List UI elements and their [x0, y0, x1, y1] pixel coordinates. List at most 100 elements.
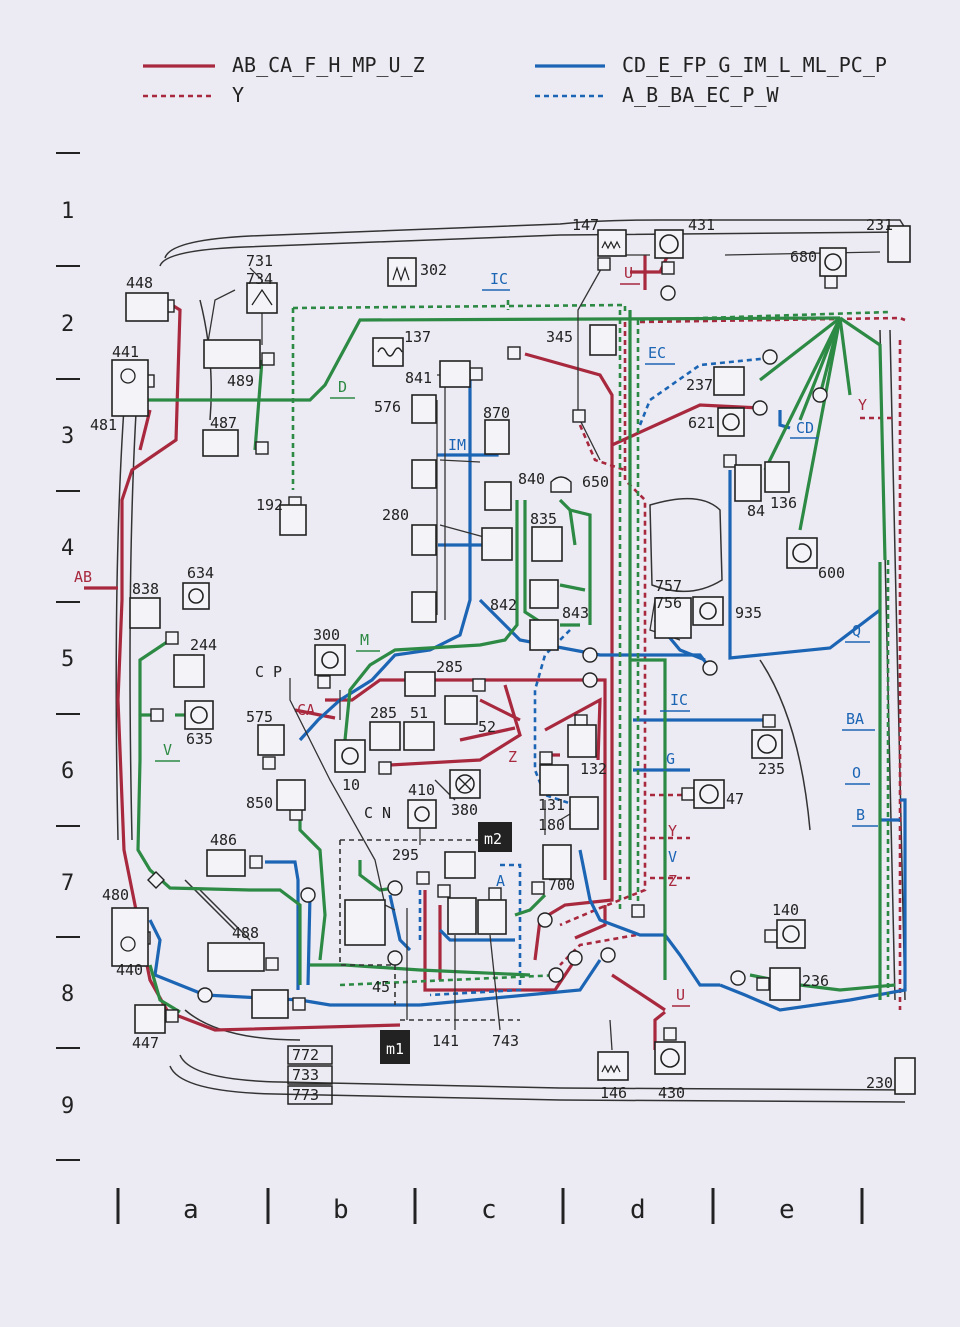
component-772-box — [251, 989, 289, 1019]
label-870: 870 — [483, 404, 510, 422]
legend-red-solid-label: AB_CA_F_H_MP_U_Z — [232, 53, 425, 77]
component-621-box — [717, 407, 745, 437]
label-773: 773 — [292, 1086, 319, 1104]
label-m1: m1 — [386, 1040, 404, 1058]
label-634: 634 — [187, 564, 214, 582]
label-733: 733 — [292, 1066, 319, 1084]
label-835: 835 — [530, 510, 557, 528]
label-756: 756 — [655, 594, 682, 612]
label-842: 842 — [490, 596, 517, 614]
tag-IM: IM — [448, 436, 466, 454]
label-10: 10 — [342, 776, 360, 794]
tag-A: A — [496, 872, 505, 890]
label-84: 84 — [747, 502, 765, 520]
label-285b: 285 — [370, 704, 397, 722]
legend-blue-dashed-label: A_B_BA_EC_P_W — [622, 83, 779, 107]
component-743-box — [477, 899, 507, 935]
label-935: 935 — [735, 604, 762, 622]
label-230: 230 — [866, 1074, 893, 1092]
component-285a-box — [404, 671, 436, 697]
label-131: 131 — [538, 796, 565, 814]
label-487: 487 — [210, 414, 237, 432]
component-52-box — [444, 695, 478, 725]
tag-Q: Q — [852, 622, 861, 640]
tag-BA: BA — [846, 710, 864, 728]
ground-m2-box — [478, 822, 512, 852]
tag-Z-mid: Z — [508, 748, 517, 766]
label-180: 180 — [538, 816, 565, 834]
component-labels: 147 431 231 680 731 734 302 448 137 345 … — [90, 216, 893, 1104]
tag-Y-mid: Y — [668, 822, 677, 840]
tag-IC-mid: IC — [670, 691, 688, 709]
column-grid: a b c d e — [116, 1188, 864, 1225]
label-302: 302 — [420, 261, 447, 279]
tag-V-left: V — [163, 741, 172, 759]
label-700: 700 — [548, 876, 575, 894]
label-m2: m2 — [484, 830, 502, 848]
label-838: 838 — [132, 580, 159, 598]
component-700-box — [542, 844, 572, 880]
label-345: 345 — [546, 328, 573, 346]
component-192-box — [279, 504, 307, 536]
wires-green-dashed — [291, 300, 891, 1000]
label-743: 743 — [492, 1032, 519, 1050]
component-244-box — [173, 654, 205, 688]
component-300-box — [314, 644, 346, 676]
component-575-box — [257, 724, 285, 756]
component-842l-box — [411, 591, 437, 623]
component-757-box — [654, 597, 692, 639]
tag-O: O — [852, 764, 861, 782]
ground-m1-box — [380, 1030, 410, 1064]
component-132b-box — [539, 764, 569, 796]
label-489: 489 — [227, 372, 254, 390]
component-140-box — [776, 919, 806, 949]
junction-nodes — [147, 285, 828, 1003]
tag-CP: C P — [255, 663, 282, 681]
column-label-c: c — [481, 1195, 497, 1225]
component-147-box — [597, 229, 627, 257]
label-295: 295 — [392, 846, 419, 864]
label-734: 734 — [246, 270, 273, 288]
label-192: 192 — [256, 496, 283, 514]
component-486-box — [206, 849, 246, 877]
label-843: 843 — [562, 604, 589, 622]
component-447-box — [134, 1004, 166, 1034]
tag-CD: CD — [796, 419, 814, 437]
tag-M: M — [360, 631, 369, 649]
row-label-8: 8 — [61, 982, 74, 1007]
component-295-box — [444, 851, 476, 879]
tag-U-low: U — [676, 986, 685, 1004]
label-480: 480 — [102, 886, 129, 904]
label-635: 635 — [186, 730, 213, 748]
component-131-box — [569, 796, 599, 830]
label-731: 731 — [246, 252, 273, 270]
row-label-9: 9 — [61, 1094, 74, 1119]
label-146: 146 — [600, 1084, 627, 1102]
component-835-box — [531, 526, 563, 562]
component-430-box — [654, 1041, 686, 1075]
label-448: 448 — [126, 274, 153, 292]
component-410-box — [407, 799, 437, 829]
tag-B: B — [856, 806, 865, 824]
component-850-box — [276, 779, 306, 811]
component-634-box — [182, 582, 210, 610]
component-487-box — [202, 429, 239, 457]
component-146-box — [597, 1051, 629, 1081]
legend-red-dashed-label: Y — [232, 83, 244, 107]
label-481: 481 — [90, 416, 117, 434]
label-680: 680 — [790, 248, 817, 266]
row-label-7: 7 — [61, 871, 74, 896]
label-52: 52 — [478, 718, 496, 736]
tag-CN: C N — [364, 804, 391, 822]
tag-Z-low: Z — [668, 872, 677, 890]
legend-blue-solid-label: CD_E_FP_G_IM_L_ML_PC_P — [622, 53, 887, 77]
component-84-box — [734, 464, 762, 502]
column-label-a: a — [183, 1195, 199, 1225]
label-440: 440 — [116, 961, 143, 979]
label-410: 410 — [408, 781, 435, 799]
component-840-box — [484, 481, 512, 511]
component-132a-box — [567, 724, 597, 758]
component-489-box — [203, 339, 261, 369]
component-842-box — [529, 579, 559, 609]
